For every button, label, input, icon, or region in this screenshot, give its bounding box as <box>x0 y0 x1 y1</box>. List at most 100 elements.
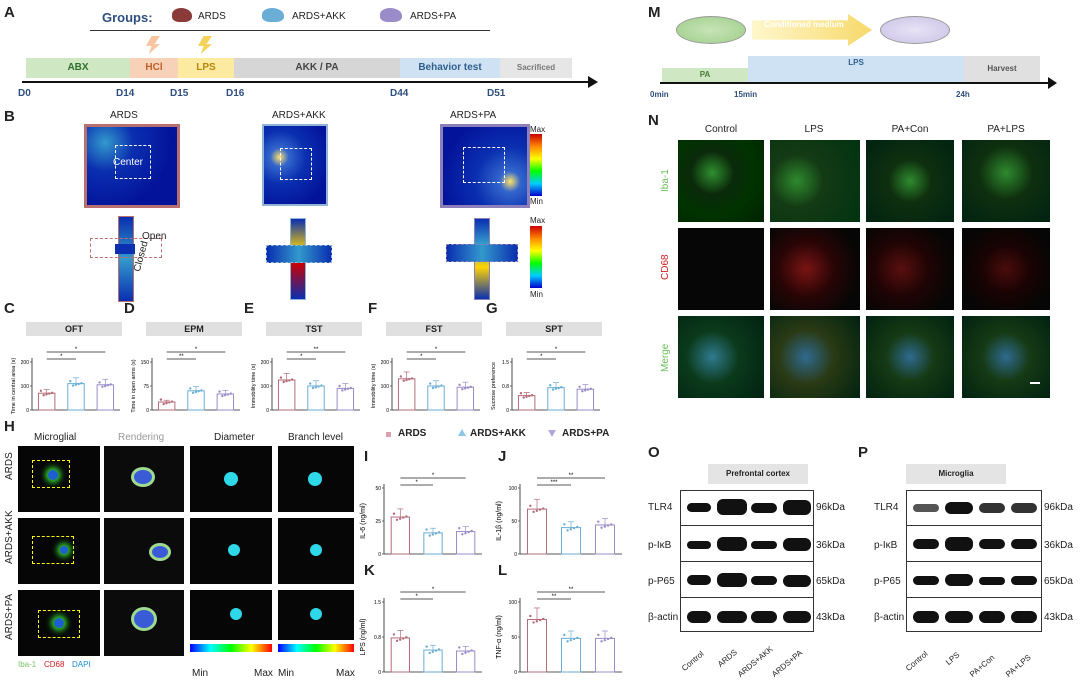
heatmap-title-ards: ARDS <box>110 110 138 121</box>
bar-ardspa <box>336 387 355 411</box>
n-iba-lps <box>770 140 860 222</box>
y-tick-label: 150 <box>141 360 150 366</box>
y-tick-label: 25 <box>375 519 381 525</box>
group-akk: ARDS+AKK <box>292 11 346 22</box>
n-iba-palps <box>962 140 1050 222</box>
legend-akk: ARDS+AKK <box>470 428 526 439</box>
colorbar-top-max: Max <box>530 125 546 134</box>
group-pa: ARDS+PA <box>410 11 457 22</box>
data-point <box>189 387 192 390</box>
data-point <box>583 389 587 392</box>
data-point <box>538 618 542 622</box>
data-point <box>229 392 232 395</box>
data-point <box>42 394 45 397</box>
dish-pa-icon <box>676 16 746 44</box>
o-lane-control: Control <box>680 649 706 673</box>
data-point <box>77 382 80 386</box>
h-col-diameter: Diameter <box>214 432 255 443</box>
data-point <box>576 525 579 529</box>
y-tick-label: 100 <box>381 384 390 390</box>
data-point <box>597 633 600 637</box>
n-iba-pacon <box>866 140 954 222</box>
y-axis-label: TNF-α (ng/ml) <box>496 615 503 659</box>
m-phase-harvest: Harvest <box>964 56 1040 82</box>
data-point <box>226 393 230 396</box>
data-point <box>45 393 48 396</box>
data-point <box>578 385 581 388</box>
h-microglial-ards <box>18 446 100 512</box>
bar-ards <box>526 508 548 555</box>
panel-h-label: H <box>4 418 15 435</box>
data-point <box>98 381 101 384</box>
data-point <box>437 385 440 388</box>
h-branch-pa <box>278 590 354 640</box>
y-tick-label: 0 <box>386 408 389 414</box>
data-point <box>50 391 54 394</box>
y-axis-label: Immobility time (s) <box>251 364 257 409</box>
h-rendering-pa <box>104 590 184 656</box>
y-tick-label: 0.8 <box>502 384 509 390</box>
data-point <box>532 621 535 624</box>
o-protein-p65: p-P65 <box>648 576 675 587</box>
bar-ardsakk <box>423 532 443 555</box>
stain-dapi: DAPI <box>72 660 91 669</box>
data-point <box>218 390 221 393</box>
data-point <box>402 516 405 519</box>
h-col-rendering: Rendering <box>118 432 165 443</box>
bar-ardsakk <box>67 383 85 411</box>
data-point <box>572 637 576 641</box>
data-point <box>425 645 428 648</box>
data-point <box>405 636 408 639</box>
bar-ardsakk <box>547 387 565 411</box>
h-diameter-akk <box>190 518 272 584</box>
data-point <box>405 378 408 382</box>
y-axis-label: LPS (ng/ml) <box>360 619 367 656</box>
bar-ards <box>390 637 410 673</box>
o-lane-akk: ARDS+AKK <box>736 644 775 679</box>
data-point <box>410 377 414 380</box>
phase-behavior: Behavior test <box>400 58 500 78</box>
n-col-lps: LPS <box>804 124 824 135</box>
data-point <box>525 395 528 398</box>
bar-ardspa <box>456 531 476 555</box>
data-point <box>549 384 552 387</box>
m-time-24h: 24h <box>956 90 970 99</box>
data-point <box>610 636 613 640</box>
data-point <box>467 650 470 653</box>
data-point <box>101 385 104 388</box>
data-point <box>569 638 573 642</box>
sig-label-akk: * <box>415 594 418 600</box>
data-point <box>282 380 285 384</box>
h-branch-max: Max <box>336 668 355 679</box>
day-d15: D15 <box>170 88 189 99</box>
data-point <box>437 648 441 651</box>
sig-label-pa: * <box>435 347 438 353</box>
bar-ards <box>277 379 296 411</box>
data-point <box>109 383 112 386</box>
mouse-pa-icon <box>380 8 402 22</box>
data-point <box>528 394 531 398</box>
h-diameter-ards <box>190 446 272 512</box>
panel-o-label: O <box>648 444 660 461</box>
data-point <box>80 382 83 385</box>
sig-label-pa: ** <box>314 347 319 353</box>
epm-ards-center <box>115 244 135 254</box>
medium-arrow-icon <box>752 14 872 46</box>
n-col-control: Control <box>704 124 738 135</box>
bar-ardspa <box>594 637 616 673</box>
data-point <box>399 375 403 378</box>
h-diameter-pa <box>190 590 272 640</box>
y-tick-label: 100 <box>509 600 518 606</box>
data-point <box>398 638 402 641</box>
data-point <box>279 376 283 379</box>
data-point <box>603 638 607 642</box>
m-timeline-arrow-icon <box>1048 77 1057 89</box>
y-axis-label: Time in central area (s) <box>11 358 17 415</box>
data-point <box>162 402 165 406</box>
data-point <box>429 382 432 385</box>
bar-ardsakk <box>427 385 445 411</box>
panel-m-label: M <box>648 4 661 21</box>
legend-ards: ARDS <box>398 428 427 439</box>
panel-g-label: G <box>486 300 498 317</box>
